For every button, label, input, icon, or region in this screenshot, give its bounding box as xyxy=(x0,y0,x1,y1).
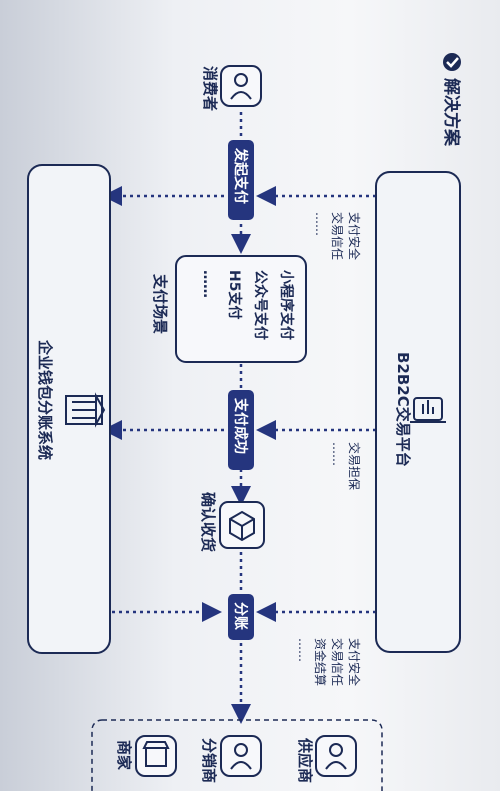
note-line: …… xyxy=(313,212,327,236)
consumer-node: 消费者 xyxy=(201,65,262,111)
distributor-label: 分销商 xyxy=(200,738,218,783)
header-title: 解决方案 xyxy=(441,78,462,147)
note-line: 支付安全 xyxy=(347,638,362,686)
box-icon xyxy=(229,510,255,542)
notes-bottom: 支付安全 交易信任 资金结算 …… xyxy=(296,638,362,686)
note-line: 资金结算 xyxy=(313,638,328,686)
scenario-title: 支付场景 xyxy=(151,273,169,334)
scenario-item: 公众号支付 xyxy=(252,270,269,340)
bank-icon xyxy=(65,392,106,428)
scenario-item: …… xyxy=(200,270,216,298)
distributor-node: 分销商 xyxy=(200,735,262,783)
note-line: …… xyxy=(296,638,310,662)
header: 解决方案 xyxy=(441,53,462,147)
merchant-node: 商家 xyxy=(115,735,177,777)
user-icon xyxy=(234,743,248,757)
wallet-box: 企业钱包分账系统 xyxy=(27,164,111,654)
note-line: …… xyxy=(330,442,344,466)
platform-box: B2B2C交易平台 xyxy=(375,171,461,653)
step-split: 分账 xyxy=(228,594,254,640)
scenario-box: 小程序支付 公众号支付 H5支付 …… 支付场景 xyxy=(151,255,307,363)
step-initiate: 发起支付 xyxy=(228,140,254,220)
store-icon xyxy=(142,741,170,767)
supplier-label: 供应商 xyxy=(296,737,314,783)
note-line: 交易信任 xyxy=(330,212,345,260)
confirm-node: 确认收货 xyxy=(199,492,265,552)
wallet-label: 企业钱包分账系统 xyxy=(36,339,54,460)
user-icon xyxy=(329,743,343,757)
platform-label: B2B2C交易平台 xyxy=(394,352,412,467)
recipients-group: 供应商 分销商 商家 xyxy=(91,719,383,791)
step-success: 支付成功 xyxy=(228,390,254,470)
note-line: 支付安全 xyxy=(347,212,362,260)
monitor-icon xyxy=(410,397,446,423)
step-split-label: 分账 xyxy=(232,602,248,630)
step-success-label: 支付成功 xyxy=(232,397,249,454)
check-icon xyxy=(443,53,461,71)
notes-top: 支付安全 交易信任 …… xyxy=(313,212,362,260)
user-icon xyxy=(230,73,252,100)
notes-middle: 交易担保 …… xyxy=(330,442,362,490)
scenario-item: H5支付 xyxy=(226,270,243,319)
supplier-node: 供应商 xyxy=(296,735,357,783)
confirm-label: 确认收货 xyxy=(199,492,217,552)
note-line: 交易信任 xyxy=(330,638,345,686)
note-line: 交易担保 xyxy=(347,442,362,490)
scenario-item: 小程序支付 xyxy=(278,270,295,340)
consumer-label: 消费者 xyxy=(201,66,219,111)
merchant-label: 商家 xyxy=(115,740,133,770)
step-initiate-label: 发起支付 xyxy=(232,147,249,204)
